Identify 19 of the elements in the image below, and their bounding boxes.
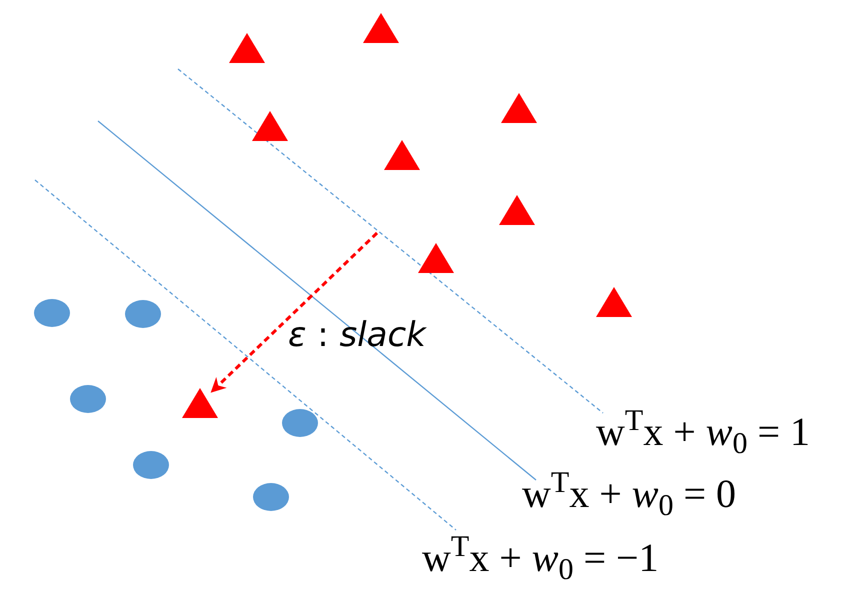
circle-point: [34, 299, 70, 327]
equation-label: w$^{T}$x + w$_{0}$ = −1: [422, 538, 659, 578]
triangle-point: [596, 287, 632, 317]
triangle-point: [501, 93, 537, 123]
equation-label: w$^{T}$x + w$_{0}$ = 0: [522, 474, 736, 514]
circle-point: [133, 451, 169, 479]
circle-point: [125, 300, 161, 328]
slack-arrow: [210, 232, 378, 393]
circle-point: [282, 409, 318, 437]
equation-label: w$^{T}$x + w$_{0}$ = 1: [596, 412, 810, 452]
triangle-point: [363, 13, 399, 43]
triangle-point: [229, 33, 265, 63]
circle-point: [253, 483, 289, 511]
triangle-point: [252, 111, 288, 141]
triangle-point: [384, 140, 420, 170]
triangle-point: [182, 388, 218, 418]
triangle-point: [418, 243, 454, 273]
circle-point: [70, 385, 106, 413]
triangle-point: [499, 195, 535, 225]
